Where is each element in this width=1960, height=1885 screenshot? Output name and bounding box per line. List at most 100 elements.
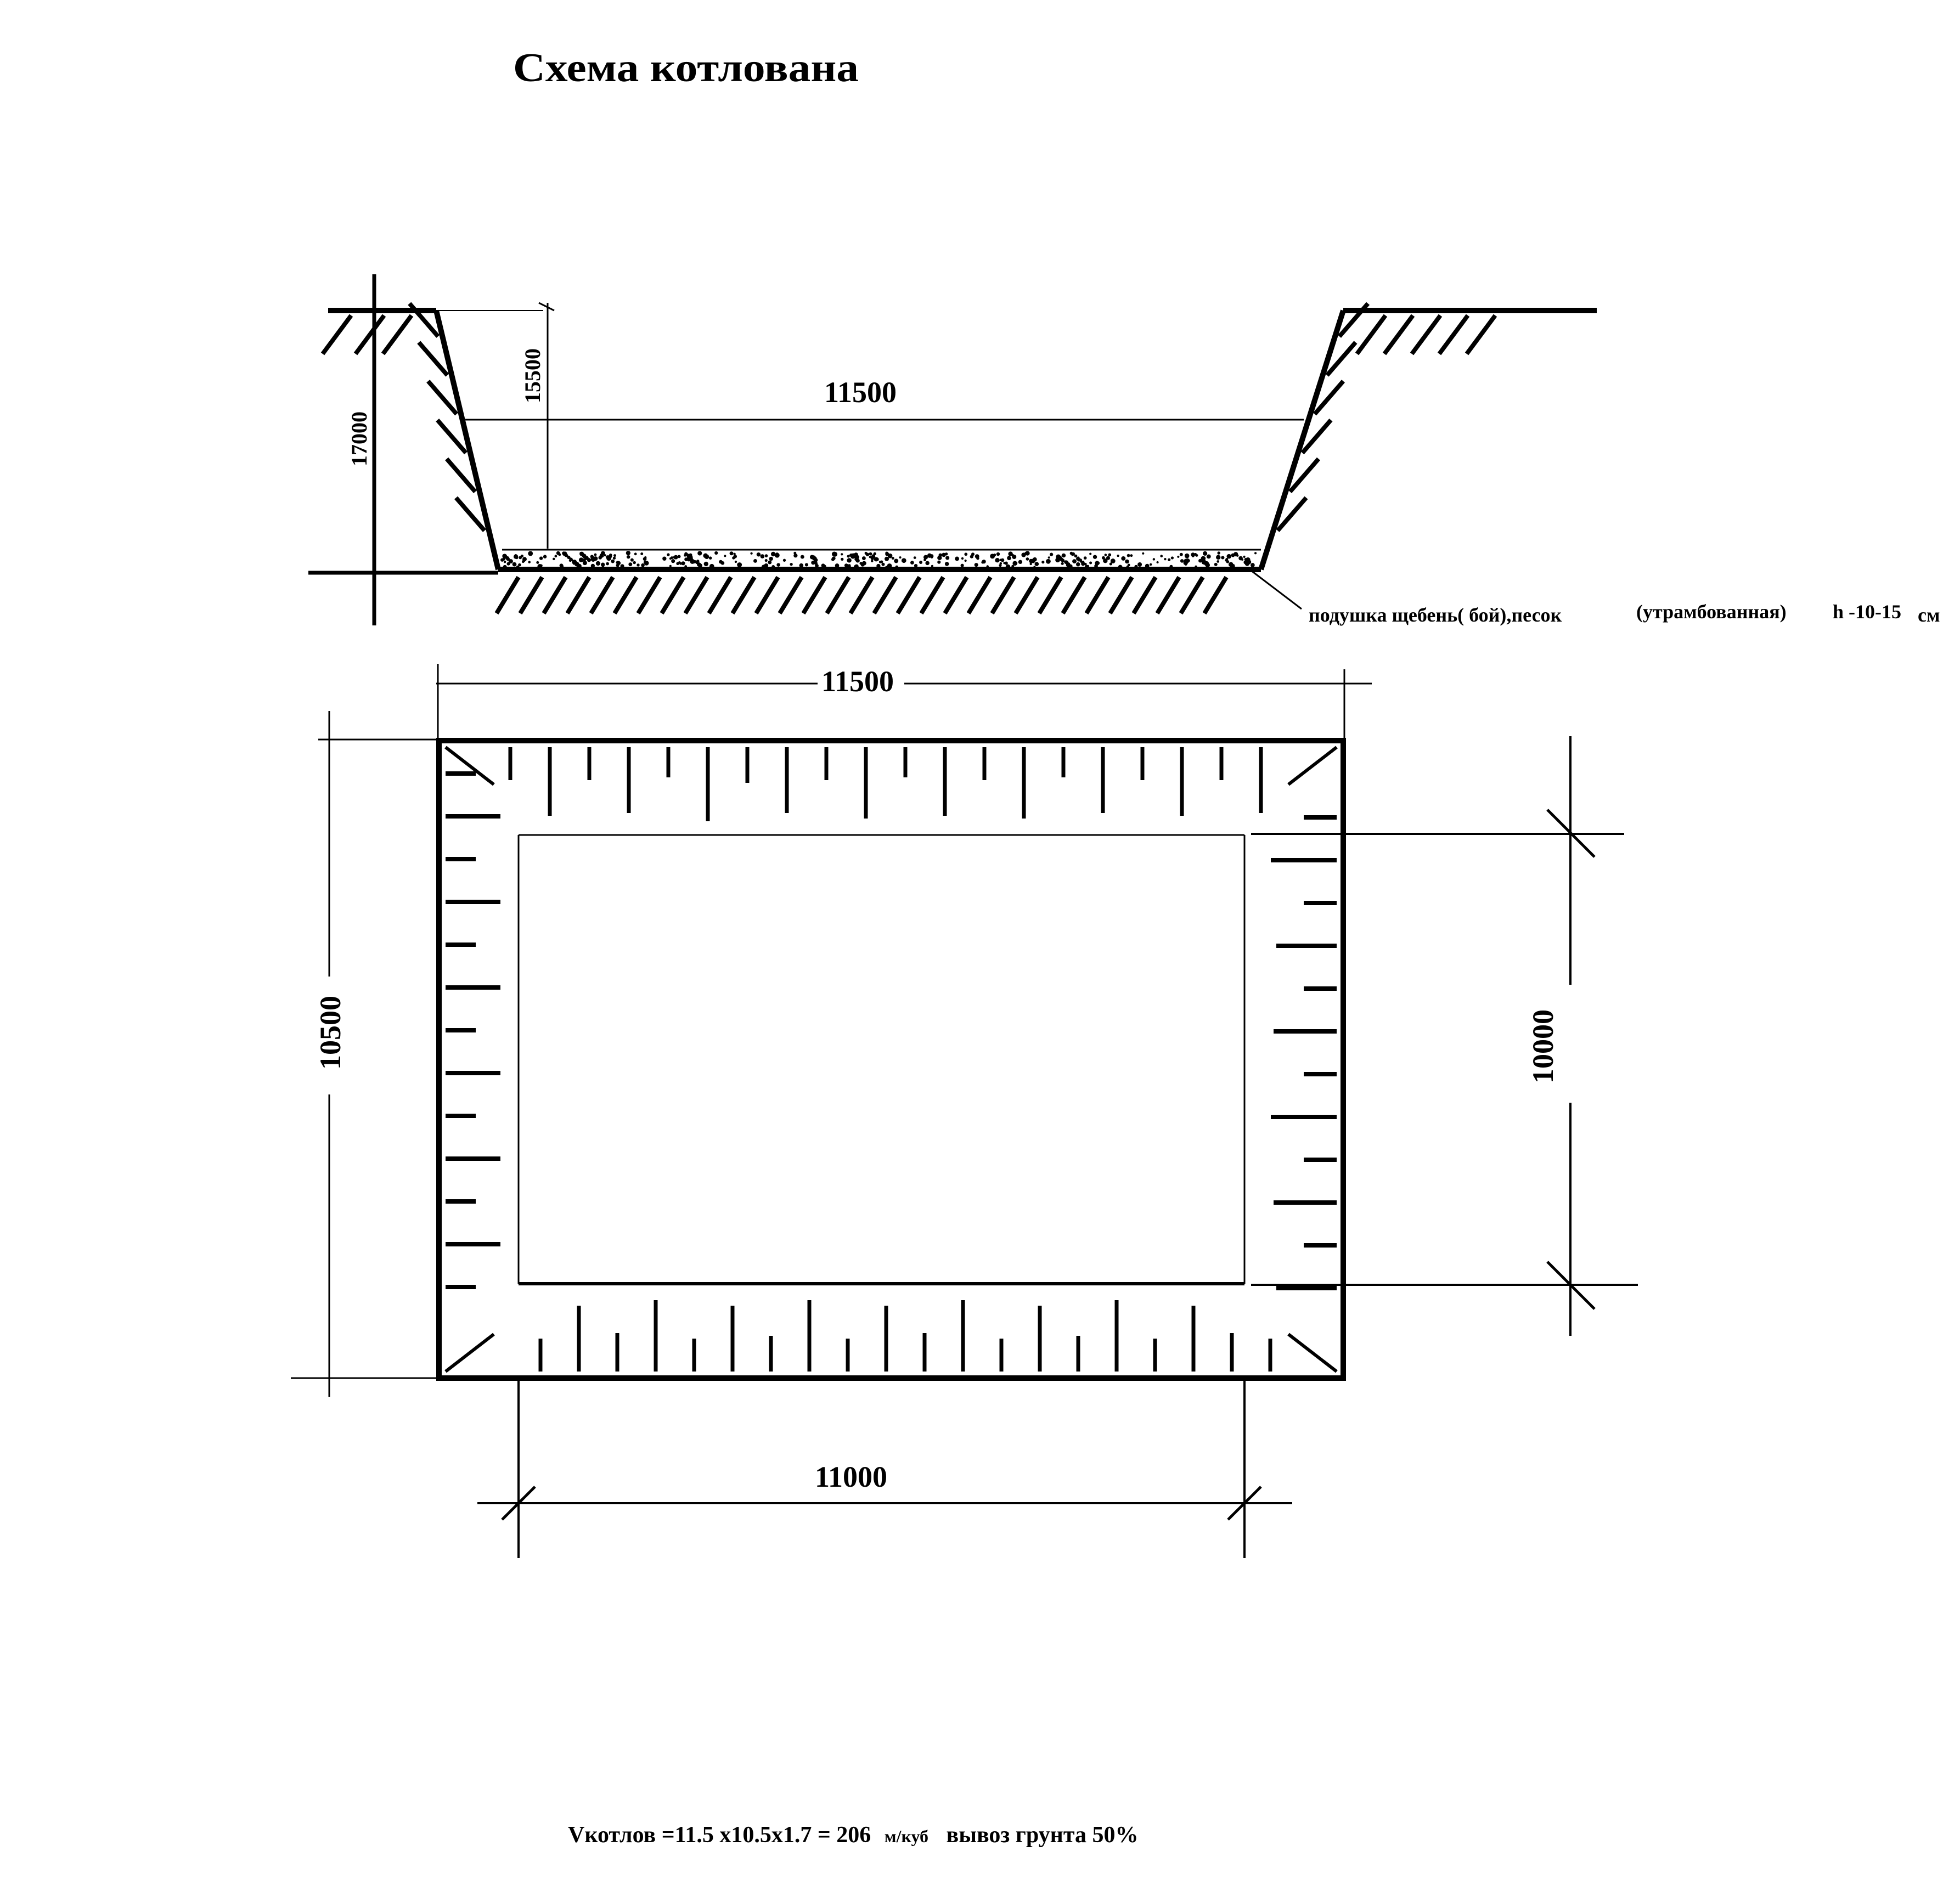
gravel-dot bbox=[831, 557, 835, 561]
gravel-dot bbox=[669, 565, 672, 567]
gravel-dot bbox=[696, 560, 700, 563]
cushion-note: подушка щебень( бой),песок (утрамбованна… bbox=[1309, 601, 1940, 626]
plan-ticks-left bbox=[446, 771, 500, 1289]
gravel-dot bbox=[960, 563, 964, 567]
gravel-dot bbox=[643, 561, 647, 564]
gravel-dot bbox=[1077, 558, 1081, 562]
gravel-dot bbox=[999, 564, 1002, 567]
gravel-dot bbox=[698, 563, 702, 568]
gravel-dot bbox=[923, 555, 928, 560]
hatch-stroke bbox=[381, 314, 414, 355]
gravel-dot bbox=[1074, 554, 1078, 558]
hatch-stroke bbox=[895, 575, 922, 615]
hatch-stroke bbox=[518, 575, 544, 615]
gravel-dot bbox=[578, 557, 584, 562]
cushion-note-unit: см bbox=[1918, 604, 1940, 626]
gravel-dot bbox=[520, 554, 524, 558]
gravel-dot bbox=[901, 558, 906, 563]
hatch-stroke bbox=[1061, 575, 1087, 615]
gravel-dot bbox=[865, 552, 870, 556]
gravel-dot bbox=[616, 563, 619, 567]
hatch-stroke bbox=[1276, 496, 1308, 532]
cushion-note-compacted: (утрамбованная) bbox=[1636, 601, 1787, 623]
gravel-dot bbox=[1047, 556, 1050, 559]
gravel-dot bbox=[1004, 561, 1008, 565]
gravel-dot bbox=[1232, 564, 1235, 567]
gravel-dot bbox=[582, 561, 587, 566]
gravel-dot bbox=[719, 560, 723, 564]
hatch-stroke bbox=[660, 575, 686, 615]
gravel-dot bbox=[861, 556, 866, 561]
gravel-dot bbox=[1117, 554, 1119, 557]
gravel-dot bbox=[1195, 565, 1197, 568]
gravel-dot bbox=[724, 555, 726, 557]
hatch-stroke bbox=[825, 575, 851, 615]
gravel-dot bbox=[986, 565, 989, 568]
gravel-dot bbox=[1164, 558, 1167, 561]
hatch-stroke bbox=[417, 341, 449, 377]
hatch-stroke bbox=[1355, 314, 1388, 355]
gravel-dot bbox=[1012, 561, 1017, 566]
slope-hatching-right bbox=[1276, 302, 1370, 532]
gravel-dot bbox=[1225, 558, 1229, 561]
gravel-dot bbox=[885, 556, 889, 561]
gravel-dot bbox=[506, 557, 510, 561]
gravel-dot bbox=[841, 557, 844, 561]
gravel-dot bbox=[876, 563, 881, 568]
gravel-dot bbox=[512, 562, 517, 567]
gravel-dot bbox=[1072, 559, 1077, 564]
hatch-stroke bbox=[542, 575, 568, 615]
gravel-dot bbox=[1075, 562, 1080, 567]
gravel-dot bbox=[851, 553, 855, 557]
hatch-stroke bbox=[1300, 418, 1333, 455]
gravel-dot bbox=[633, 561, 636, 565]
gravel-dot bbox=[594, 553, 597, 556]
gravel-dot bbox=[1055, 557, 1060, 563]
gravel-dot bbox=[587, 558, 592, 562]
gravel-dot bbox=[562, 551, 567, 556]
gravel-dot bbox=[1067, 563, 1072, 568]
gravel-dot bbox=[764, 563, 769, 568]
hatch-stroke bbox=[707, 575, 733, 615]
gravel-dot bbox=[1110, 558, 1116, 563]
gravel-dot bbox=[855, 558, 860, 563]
gravel-dot bbox=[1156, 561, 1159, 564]
gravel-dot bbox=[1033, 566, 1036, 568]
hatch-stroke bbox=[1382, 314, 1415, 355]
gravel-dot bbox=[1024, 551, 1028, 555]
gravel-dot bbox=[995, 557, 1000, 563]
hatch-stroke bbox=[1108, 575, 1134, 615]
gravel-dot bbox=[612, 556, 616, 560]
gravel-dot bbox=[1083, 556, 1087, 560]
hatch-stroke bbox=[1155, 575, 1181, 615]
gravel-dot bbox=[1121, 556, 1126, 561]
gravel-dot bbox=[528, 551, 533, 556]
gravel-dot bbox=[1106, 556, 1111, 560]
gravel-dot bbox=[871, 560, 874, 562]
gravel-dot bbox=[764, 554, 768, 557]
gravel-dot bbox=[1169, 565, 1173, 568]
gravel-dot bbox=[620, 564, 624, 568]
gravel-dot bbox=[1127, 554, 1130, 557]
gravel-dot bbox=[1000, 558, 1005, 562]
gravel-dot bbox=[919, 560, 923, 564]
gravel-dot bbox=[996, 552, 1000, 556]
gravel-dot bbox=[1061, 562, 1064, 565]
gravel-dot bbox=[875, 557, 879, 561]
hatch-stroke bbox=[445, 457, 477, 494]
gravel-dot bbox=[628, 562, 633, 567]
gravel-dot bbox=[955, 556, 959, 561]
hatch-stroke bbox=[1084, 575, 1111, 615]
gravel-dot bbox=[1134, 565, 1138, 568]
gravel-dot bbox=[503, 565, 507, 569]
gravel-dot bbox=[811, 561, 815, 565]
gravel-dot bbox=[1065, 560, 1069, 565]
gravel-dot bbox=[854, 555, 859, 560]
gravel-dot bbox=[1195, 554, 1198, 557]
gravel-dot bbox=[1184, 553, 1190, 558]
gravel-dot bbox=[553, 557, 555, 561]
gravel-dot bbox=[1170, 556, 1174, 560]
gravel-dot bbox=[885, 566, 888, 568]
gravel-dot bbox=[938, 553, 942, 557]
